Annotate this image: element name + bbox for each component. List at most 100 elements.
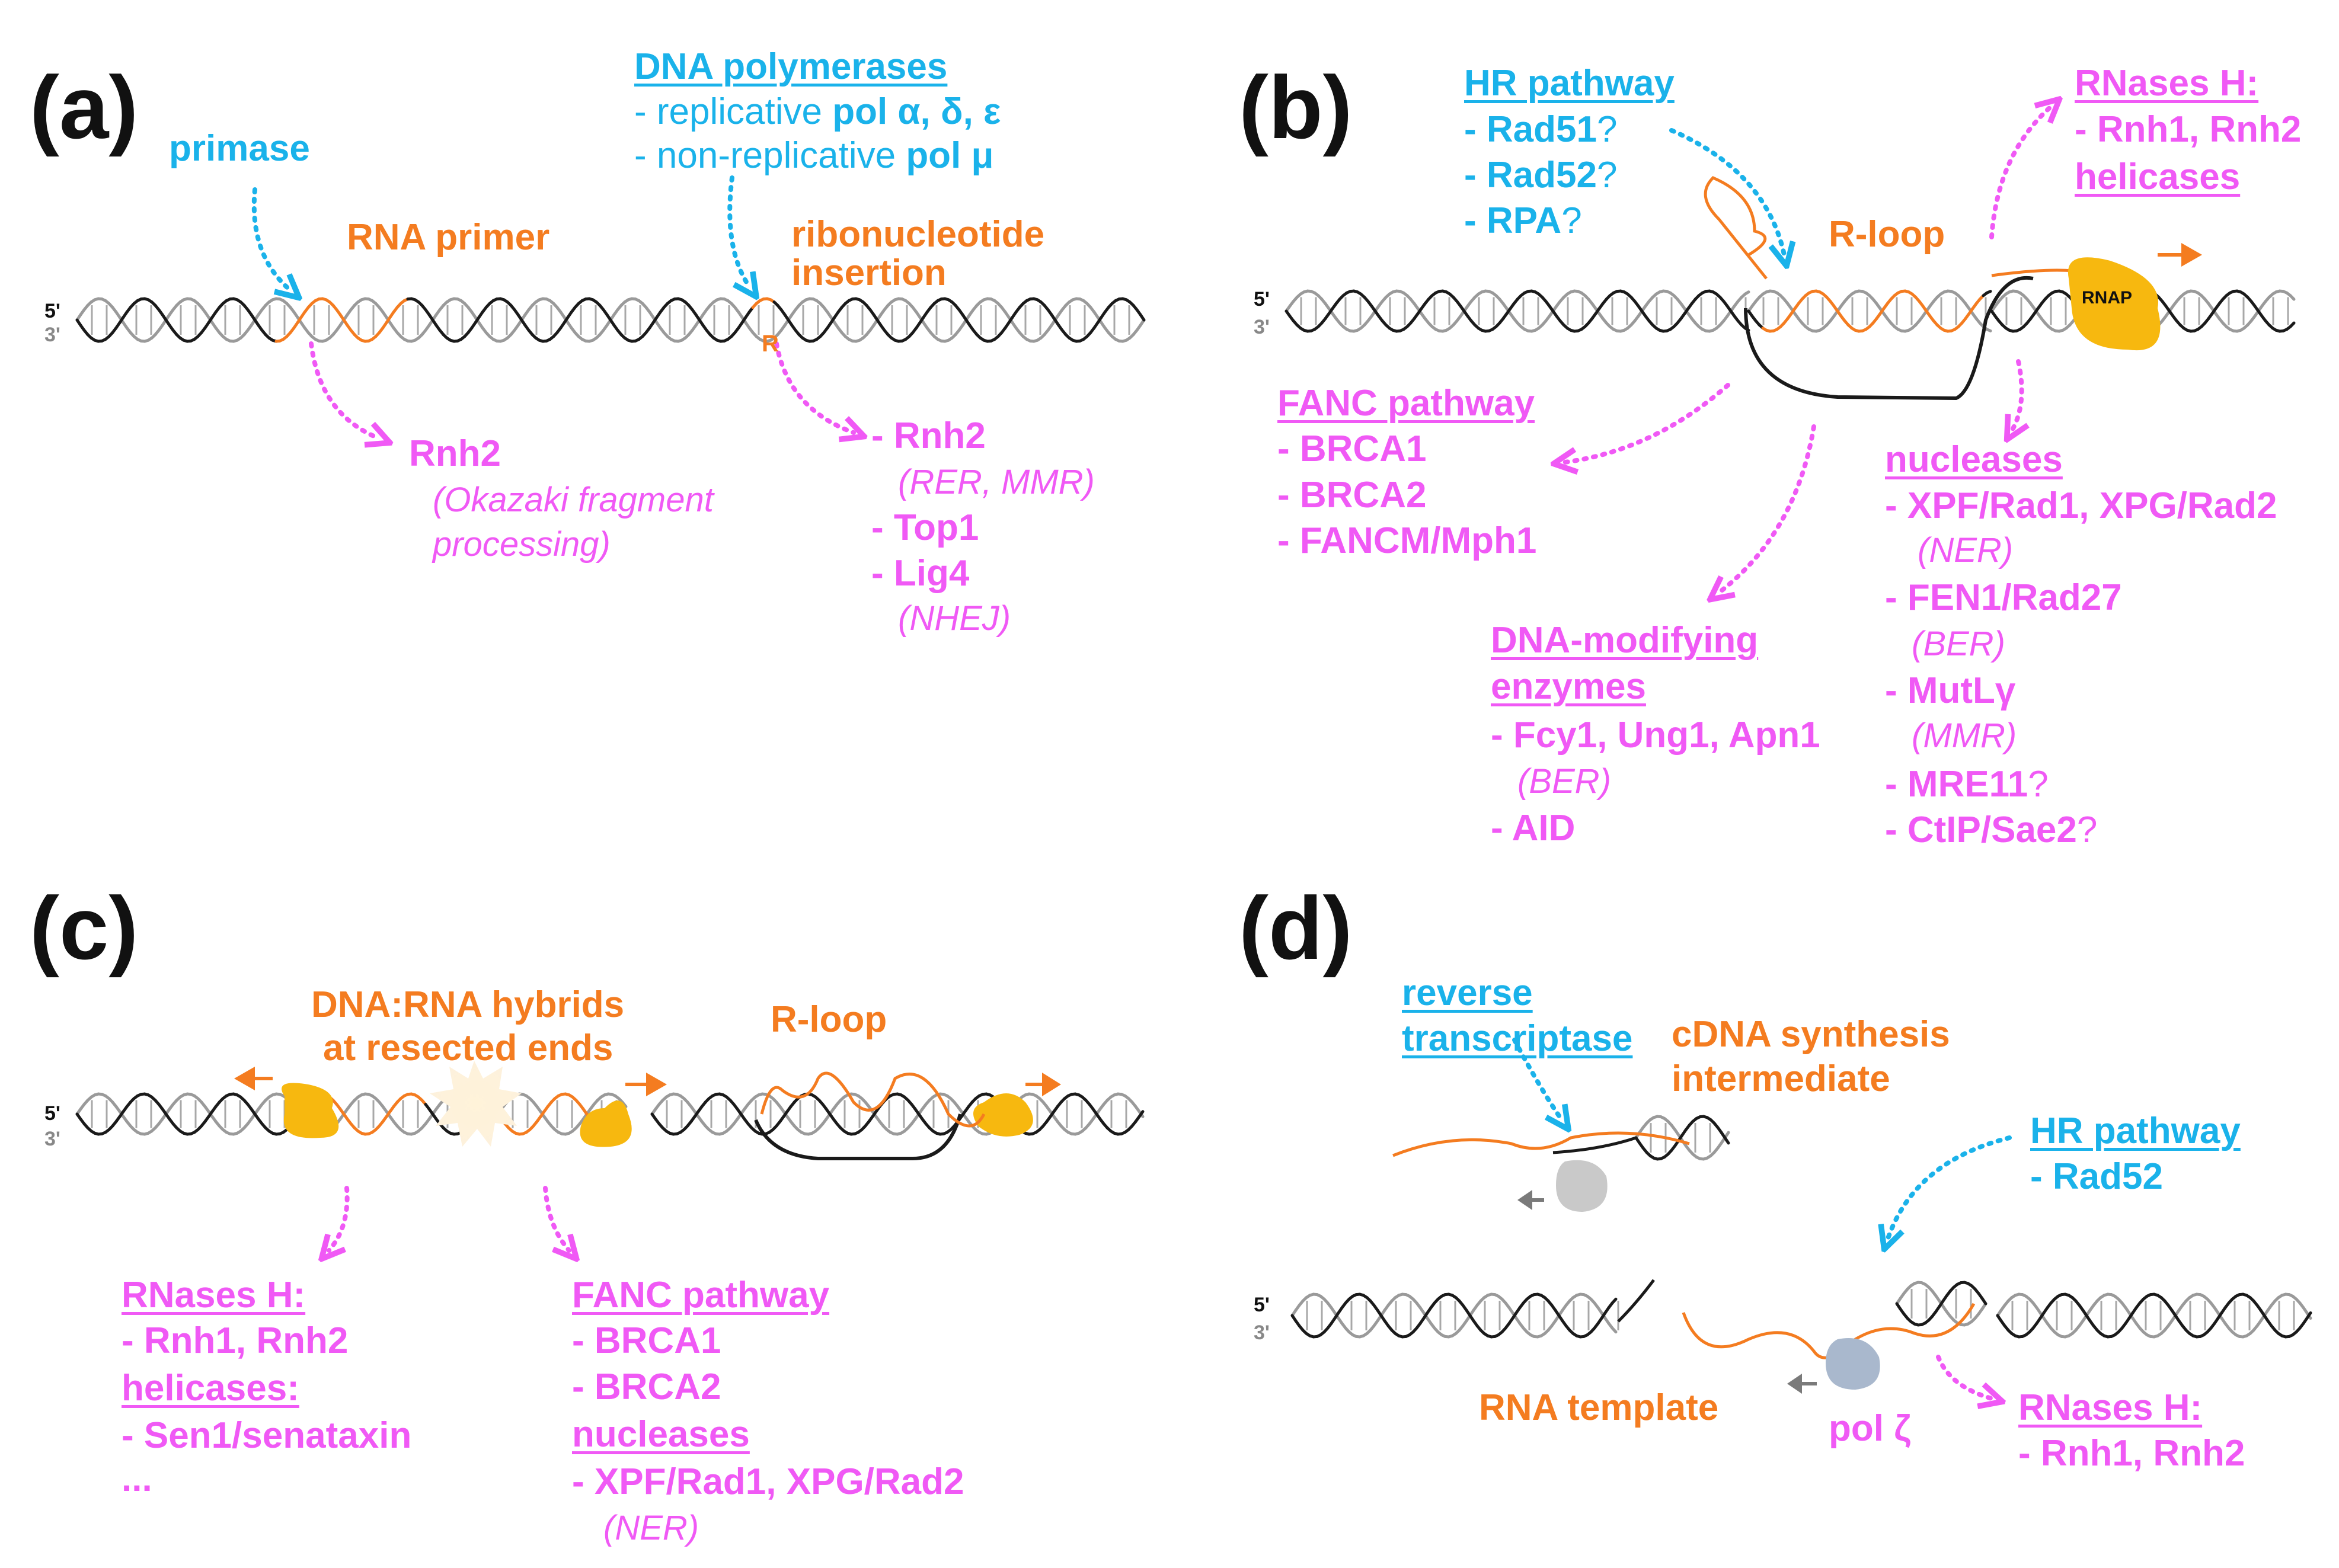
- c-ellipsis: ...: [122, 1458, 152, 1499]
- resection-enzyme-right: [580, 1100, 632, 1147]
- b-nuc-fen1: - FEN1/Rad27: [1885, 577, 2122, 618]
- rloop-displaced-strand: [1744, 276, 2034, 401]
- resection-enzyme-left: [282, 1083, 339, 1138]
- c-helicases-title: helicases:: [122, 1368, 299, 1409]
- rnases-arrow-d: [1936, 1355, 1992, 1399]
- helix-d-left: [1290, 1292, 1619, 1339]
- primase-arrow: [251, 187, 290, 290]
- c-strand-5-label: 5': [44, 1102, 60, 1125]
- dna-polymerases-title: DNA polymerases: [634, 46, 948, 87]
- helix-b-left: [1284, 289, 1750, 333]
- broken-end-left: [1617, 1279, 1655, 1323]
- strand-5-label: 5': [44, 300, 60, 322]
- helix-c-left: [75, 1092, 464, 1136]
- polymerase-arrow: [727, 175, 750, 287]
- d-rnases-title: RNases H:: [2018, 1387, 2203, 1428]
- primase-label: primase: [169, 128, 310, 169]
- b-dme-fcy1: - Fcy1, Ung1, Apn1: [1491, 715, 1820, 756]
- rt-arrow: [1512, 1038, 1562, 1120]
- a-list-rer-mmr: (RER, MMR): [898, 463, 1095, 501]
- b-strand-3-label: 3': [1254, 316, 1270, 338]
- strand-segment: [1723, 1136, 1730, 1145]
- panel-b-arrows: [1565, 107, 2051, 593]
- strand-segment: [1985, 290, 1992, 295]
- panel-c-arrows: [329, 1186, 569, 1250]
- helix-d-cdna: [1634, 1115, 1730, 1161]
- a-list-rnh2: - Rnh2: [871, 415, 986, 456]
- d-rt-line2: transcriptase: [1402, 1018, 1633, 1059]
- b-rnases-item: - Rnh1, Rnh2: [2075, 109, 2302, 150]
- strand-segment: [1743, 290, 1750, 296]
- c-nucleases-title: nucleases: [572, 1414, 750, 1455]
- rnap-label: RNAP: [2082, 288, 2133, 308]
- c-helicases-item: - Sen1/senataxin: [122, 1415, 412, 1456]
- hr-rpa: - RPA?: [1464, 200, 1582, 241]
- rt-enzyme: [1556, 1160, 1608, 1212]
- d-cdna-line1: cDNA synthesis: [1672, 1014, 1950, 1055]
- ribonucleotide-label: ribonucleotide: [791, 214, 1045, 255]
- a-list-top1: - Top1: [871, 507, 979, 548]
- strand-segment: [2289, 321, 2296, 328]
- hr-rad51: - Rad51?: [1464, 109, 1618, 150]
- d-pol-zeta-label: pol ζ: [1829, 1408, 1911, 1449]
- b-nuc-xpf: - XPF/Rad1, XPG/Rad2: [1885, 485, 2277, 526]
- helix-c-right: [650, 1092, 1145, 1136]
- rer-arrow: [774, 341, 854, 433]
- a-list-nhej: (NHEJ): [898, 599, 1011, 638]
- fanc-arrow-c: [543, 1186, 569, 1250]
- panel-a-label: (a): [30, 57, 139, 157]
- c-fanc-brca1: - BRCA1: [572, 1320, 721, 1361]
- dna-pol-nonreplicative: - non-replicative pol μ: [634, 135, 994, 176]
- rloop-displaced-strand-c: [754, 1113, 962, 1160]
- a-list-lig4: - Lig4: [871, 553, 970, 594]
- strand-segment: [1985, 328, 1992, 332]
- hr-pathway-title: HR pathway: [1464, 63, 1675, 104]
- b-nuc-mmr: (MMR): [1912, 716, 2017, 755]
- rloop-enzyme-c: [973, 1093, 1033, 1137]
- panel-a-arrows: [251, 175, 854, 439]
- b-fanc-title: FANC pathway: [1277, 383, 1535, 424]
- b-nuc-ber: (BER): [1912, 625, 2005, 663]
- nucleases-arrow: [2012, 359, 2022, 430]
- d-hr-rad52: - Rad52: [2030, 1156, 2163, 1197]
- strand-segment: [1137, 1110, 1145, 1118]
- pol-zeta-enzyme: [1826, 1338, 1880, 1390]
- dna-pol-replicative: - replicative pol α, δ, ε: [634, 91, 1001, 132]
- b-nuc-ner: (NER): [1918, 531, 2014, 569]
- helix-d-right: [1996, 1292, 2312, 1339]
- b-strand-5-label: 5': [1254, 288, 1270, 311]
- b-dme-aid: - AID: [1491, 808, 1576, 849]
- d-rt-line1: reverse: [1402, 972, 1533, 1013]
- ribonucleotide-r-mark: R: [762, 331, 779, 357]
- d-strand-3-label: 3': [1254, 1321, 1270, 1344]
- c-rloop-label: R-loop: [771, 999, 887, 1040]
- strand-segment: [1611, 1297, 1618, 1305]
- hr-arrow-d: [1888, 1135, 2012, 1239]
- panel-d-structures: [1392, 1131, 1976, 1394]
- rloop-rna-c: [760, 1071, 986, 1128]
- rnap-arrowhead: [2181, 243, 2202, 267]
- fanc-arrow: [1565, 383, 1730, 462]
- strand-segment: [1611, 1326, 1618, 1334]
- panel-b-label: (b): [1239, 57, 1353, 157]
- strand-segment: [1980, 1297, 1987, 1305]
- dme-arrow: [1719, 424, 1816, 593]
- rnh2-arrow: [309, 341, 379, 439]
- hr-rad52: - Rad52?: [1464, 155, 1618, 196]
- c-fanc-title: FANC pathway: [572, 1275, 830, 1316]
- panel-d-label: (d): [1239, 878, 1353, 978]
- rloop-label-b: R-loop: [1829, 214, 1945, 255]
- c-strand-3-label: 3': [44, 1128, 60, 1150]
- c-rnases-title: RNases H:: [122, 1275, 306, 1316]
- d-hr-title: HR pathway: [2030, 1111, 2241, 1151]
- b-nuc-ctip: - CtIP/Sae2?: [1885, 809, 2098, 850]
- b-fanc-fancm: - FANCM/Mph1: [1277, 520, 1537, 561]
- rnap-enzyme: [2068, 257, 2161, 351]
- insertion-label: insertion: [791, 252, 947, 293]
- helix-a: [75, 297, 1146, 343]
- cdna-rna-strand-2: [1552, 1136, 1637, 1154]
- b-nucleases-title: nucleases: [1885, 439, 2063, 480]
- panel-c-label: (c): [30, 878, 139, 978]
- c-hybrids-line2: at resected ends: [323, 1028, 613, 1068]
- rloop-structure-b: [1704, 176, 2202, 401]
